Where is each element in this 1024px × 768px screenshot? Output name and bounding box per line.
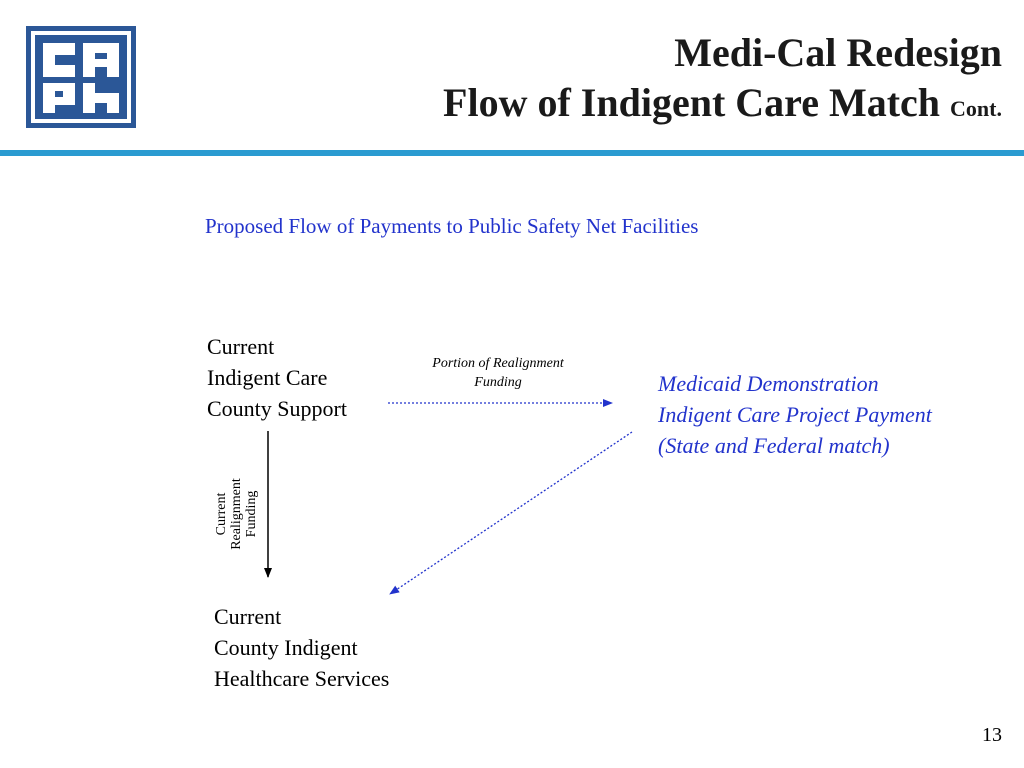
title-cont: Cont. xyxy=(950,96,1002,121)
diagram-subtitle: Proposed Flow of Payments to Public Safe… xyxy=(205,214,699,238)
node-current-indigent-care: Current Indigent Care County Support xyxy=(207,331,347,424)
page-number: 13 xyxy=(982,724,1002,746)
title-line-2: Flow of Indigent Care Match Cont. xyxy=(443,78,1002,134)
title-line-1: Medi-Cal Redesign xyxy=(674,30,1002,75)
node-bottom-line: County Indigent xyxy=(214,635,358,660)
edge-label-portion-realignment: Portion of Realignment Funding xyxy=(405,354,591,392)
node-top-line: Indigent Care xyxy=(207,365,328,390)
node-bottom-line: Current xyxy=(214,604,282,629)
node-county-indigent-services: Current County Indigent Healthcare Servi… xyxy=(214,601,389,694)
title-line-2-text: Flow of Indigent Care Match xyxy=(443,80,941,125)
slide-title: Medi-Cal Redesign Flow of Indigent Care … xyxy=(443,28,1002,134)
node-right-line: Indigent Care Project Payment xyxy=(658,402,932,427)
arrow-right-to-bottom xyxy=(389,431,633,595)
header-divider xyxy=(0,150,1024,156)
node-right-line: (State and Federal match) xyxy=(658,433,890,458)
edge-label-line: Portion of Realignment xyxy=(432,356,564,371)
node-top-line: Current xyxy=(207,334,275,359)
node-top-line: County Support xyxy=(207,396,347,421)
node-medicaid-demonstration: Medicaid Demonstration Indigent Care Pro… xyxy=(658,368,932,461)
caph-logo xyxy=(26,26,136,128)
node-bottom-line: Healthcare Services xyxy=(214,666,390,691)
node-right-line: Medicaid Demonstration xyxy=(658,371,879,396)
edge-label-line: Funding xyxy=(474,375,522,390)
